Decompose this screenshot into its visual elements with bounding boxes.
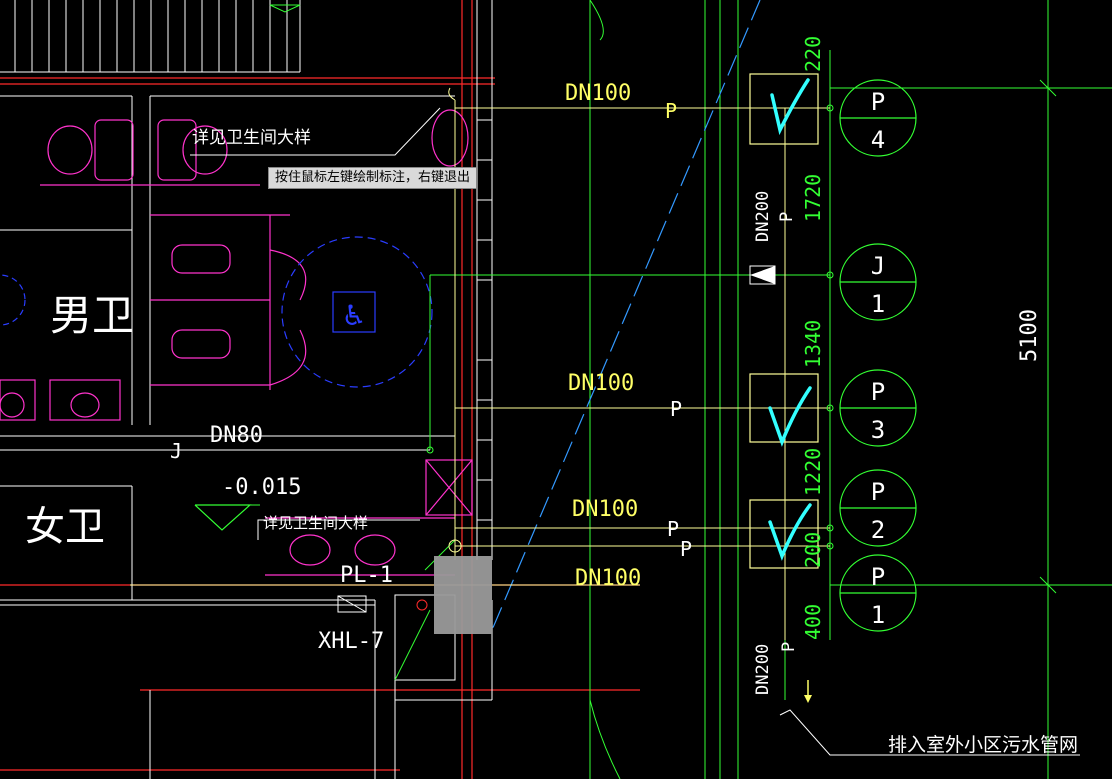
detail-note-2: 详见卫生间大样: [263, 514, 368, 532]
elevation-marker: [194, 504, 252, 531]
detail-note-1: 详见卫生间大样: [192, 128, 311, 148]
manhole-3-bottom: 3: [871, 416, 885, 444]
selection-cursor-box[interactable]: [434, 556, 492, 634]
check-marks: [768, 78, 812, 561]
window-ticks: [477, 119, 492, 521]
pipe-code-p-low2: P: [680, 537, 692, 561]
pipe-code-p-vert-upper: P: [777, 212, 797, 222]
pipe-dn100-bottom: DN100: [575, 566, 641, 591]
manhole-4-top: P: [871, 478, 885, 506]
fixture-xhl: XHL-7: [318, 629, 384, 654]
stair-railing: [0, 0, 301, 73]
junction-dots: [416, 104, 834, 611]
manhole-5-bottom: 1: [871, 601, 885, 629]
pipe-dn200-lower: DN200: [753, 644, 773, 695]
elevation-label: -0.015: [222, 475, 301, 500]
dim-200: 200: [801, 532, 825, 568]
plumbing-fixtures: [0, 109, 473, 576]
fixture-pl: PL-1: [340, 563, 393, 588]
building-walls: [0, 0, 640, 779]
manhole-4-bottom: 2: [871, 516, 885, 544]
manhole-3-top: P: [871, 378, 885, 406]
wheelchair-icon: ♿: [341, 299, 366, 332]
pipe-dn200-upper: DN200: [753, 191, 773, 242]
manhole-2-top: J: [871, 252, 885, 280]
pipe-code-p-vert-lower: P: [779, 642, 799, 652]
dim-400: 400: [801, 604, 825, 640]
pipe-dn80: DN80: [210, 423, 263, 448]
room-outlines: [0, 0, 493, 779]
dim-220: 220: [801, 36, 825, 72]
manhole-1-top: P: [871, 88, 885, 116]
dim-1720: 1720: [801, 174, 825, 222]
manhole-5-top: P: [871, 563, 885, 591]
leader-lines: [190, 107, 1080, 756]
pipe-dn100-low: DN100: [572, 497, 638, 522]
manhole-2-bottom: 1: [871, 290, 885, 318]
dim-5100: 5100: [1017, 309, 1042, 362]
fire-hydrant-symbol: [337, 595, 367, 613]
room-label-mens: 男卫: [50, 291, 134, 340]
pipe-dn100-mid: DN100: [568, 371, 634, 396]
pipe-code-p-top: P: [665, 99, 677, 123]
pipe-code-p-mid: P: [670, 397, 682, 421]
pipe-code-j: J: [170, 439, 182, 463]
inspection-chambers: [749, 73, 819, 569]
room-label-womens: 女卫: [25, 504, 105, 550]
pipe-dn100-top: DN100: [565, 81, 631, 106]
accessible-turning-circle: [0, 236, 433, 388]
dim-1220: 1220: [801, 448, 825, 496]
manhole-circles: [839, 79, 917, 632]
discharge-note: 排入室外小区污水管网: [888, 734, 1078, 756]
pipe-code-p-low1: P: [667, 517, 679, 541]
valve-marker: [750, 266, 775, 284]
dim-1340: 1340: [801, 320, 825, 368]
manhole-1-bottom: 4: [871, 126, 885, 154]
property-line-diagonal: [491, 0, 761, 631]
north-arrow-fragment: [269, 4, 301, 13]
command-tooltip: 按住鼠标左键绘制标注，右键退出: [268, 167, 478, 189]
